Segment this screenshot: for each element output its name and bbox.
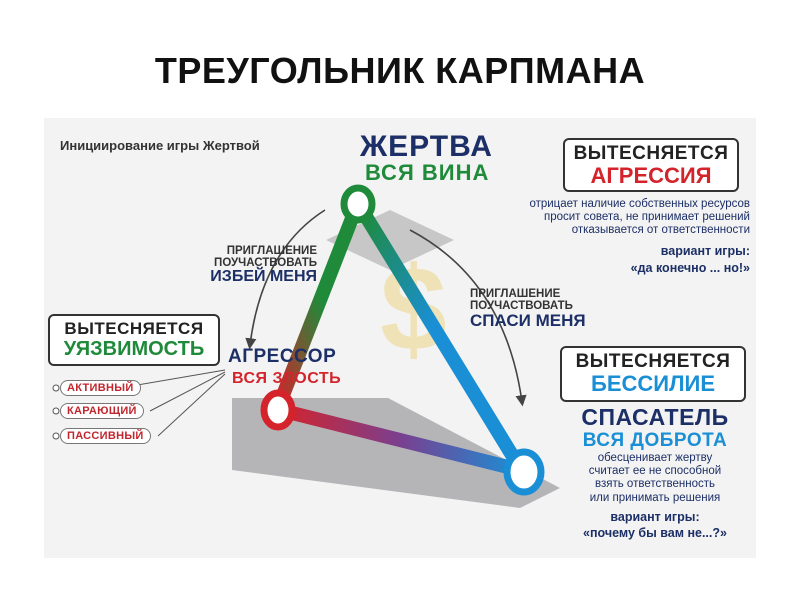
invite-beat-me: ПРИГЛАШЕНИЕ ПОУЧАСТВОВАТЬ ИЗБЕЙ МЕНЯ — [182, 245, 317, 286]
dot-active — [52, 384, 60, 392]
victim-displaced-label: ВЫТЕСНЯЕТСЯ — [573, 143, 729, 164]
rescuer-displaced-label: ВЫТЕСНЯЕТСЯ — [575, 351, 731, 372]
aggressor-type-active: АКТИВНЫЙ — [60, 380, 141, 396]
initiation-label: Инициирование игры Жертвой — [60, 138, 260, 153]
aggressor-displaced-value: УЯЗВИМОСТЬ — [63, 338, 205, 360]
rescuer-description: обесценивает жертву считает ее не способ… — [560, 452, 750, 505]
victim-displaced-value: АГРЕССИЯ — [590, 163, 712, 188]
aggressor-trait: ВСЯ ЗЛОСТЬ — [232, 370, 342, 387]
aggressor-name: АГРЕССОР — [228, 346, 337, 367]
dot-passive — [52, 432, 60, 440]
aggressor-type-punishing: КАРАЮЩИЙ — [60, 403, 144, 419]
rescuer-node — [503, 448, 545, 496]
dot-punishing — [52, 407, 60, 415]
aggressor-type-passive: ПАССИВНЫЙ — [60, 428, 151, 444]
rescuer-desc-line: или принимать решения — [589, 491, 721, 504]
arrow-victim-to-aggressor — [245, 209, 326, 350]
connector-punishing — [149, 371, 226, 412]
rescuer-game-label: вариант игры: — [610, 510, 700, 524]
rescuer-displaced-value: БЕССИЛИЕ — [591, 371, 715, 396]
victim-game-label: вариант игры: — [660, 244, 750, 258]
invite-beat-l1: ПРИГЛАШЕНИЕ — [226, 245, 317, 257]
rescuer-displaced-box: ВЫТЕСНЯЕТСЯ БЕССИЛИЕ — [560, 346, 746, 402]
aggressor-displaced-box: ВЫТЕСНЯЕТСЯ УЯЗВИМОСТЬ — [48, 314, 220, 366]
aggressor-displaced-label: ВЫТЕСНЯЕТСЯ — [64, 319, 204, 338]
victim-desc-line: отрицает наличие собственных ресурсов — [529, 198, 750, 210]
victim-desc-line: отказывается от ответственности — [571, 224, 750, 237]
edge-victim-aggressor — [271, 201, 363, 415]
rescuer-desc-line: считает ее не способной — [588, 465, 722, 478]
invite-beat-l3: ИЗБЕЙ МЕНЯ — [210, 268, 317, 286]
victim-displaced-box: ВЫТЕСНЯЕТСЯ АГРЕССИЯ — [563, 138, 739, 192]
victim-game-value: «да конечно ... но!» — [630, 261, 750, 275]
rescuer-game-value: «почему бы вам не...?» — [583, 526, 727, 540]
rescuer-desc-line: обесценивает жертву — [597, 452, 713, 464]
victim-node — [340, 184, 376, 224]
edge-victim-rescuer — [355, 203, 527, 475]
victim-name: ЖЕРТВА — [360, 130, 493, 163]
invite-save-l2: ПОУЧАСТВОВАТЬ — [470, 300, 573, 313]
connector-passive — [157, 373, 226, 437]
invite-save-l3: СПАСИ МЕНЯ — [470, 311, 586, 331]
page-title: ТРЕУГОЛЬНИК КАРПМАНА — [154, 50, 646, 91]
rescuer-trait: ВСЯ ДОБРОТА — [582, 430, 728, 451]
arrow-victim-to-rescuer — [409, 229, 527, 407]
edge-aggressor-rescuer — [273, 403, 527, 477]
invite-beat-l2: ПОУЧАСТВОВАТЬ — [214, 257, 317, 270]
victim-desc-line: просит совета, не принимает решений — [543, 211, 750, 224]
invite-save-me: ПРИГЛАШЕНИЕ ПОУЧАСТВОВАТЬ СПАСИ МЕНЯ — [470, 288, 640, 330]
invite-save-l1: ПРИГЛАШЕНИЕ — [470, 288, 561, 300]
victim-trait: ВСЯ ВИНА — [365, 160, 490, 185]
rescuer-name: СПАСАТЕЛЬ — [581, 404, 729, 430]
rescuer-desc-line: взять ответственность — [595, 478, 715, 491]
aggressor-node — [260, 389, 296, 431]
victim-description: отрицает наличие собственных ресурсов пр… — [470, 198, 750, 238]
